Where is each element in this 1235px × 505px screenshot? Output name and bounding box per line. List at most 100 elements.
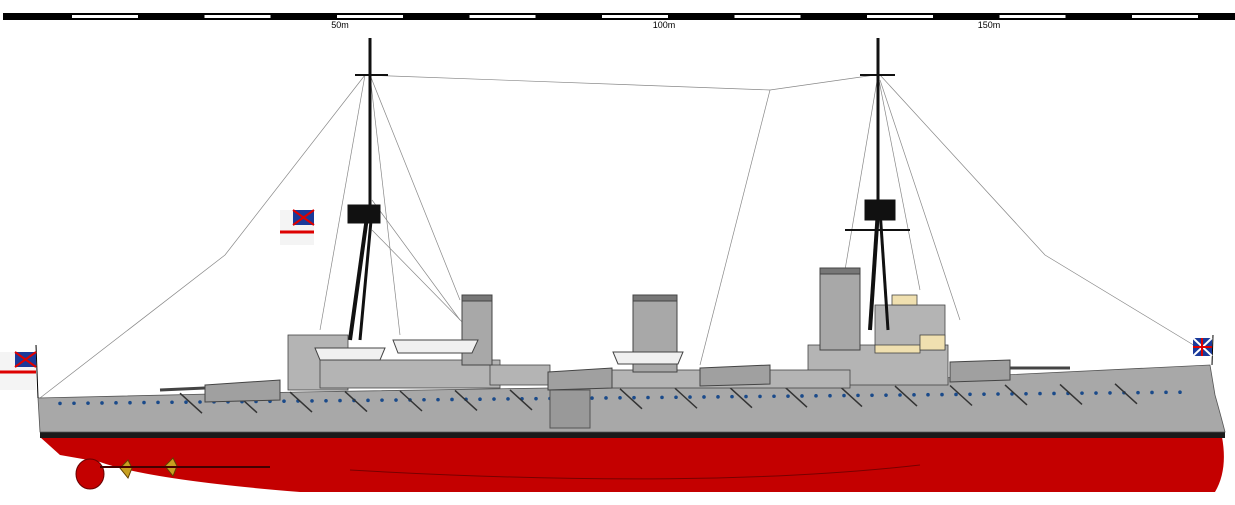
porthole: [86, 401, 90, 405]
porthole: [492, 397, 496, 401]
porthole: [1024, 391, 1028, 396]
porthole: [478, 397, 482, 402]
scale-segment: [337, 15, 403, 18]
porthole: [310, 399, 314, 403]
boom: [949, 384, 973, 407]
boom: [399, 390, 423, 412]
porthole: [128, 400, 132, 405]
scale-bar-graphic: [3, 13, 1235, 20]
boom: [1059, 383, 1083, 405]
porthole: [1094, 391, 1098, 395]
porthole: [114, 401, 118, 405]
jack-bow: [1192, 334, 1214, 366]
scale-segment: [734, 15, 801, 18]
porthole: [58, 401, 62, 406]
ensign-aft-mast: [280, 209, 315, 245]
porthole: [1150, 390, 1154, 395]
boats: [314, 339, 684, 365]
ensign-stern: [0, 344, 39, 399]
porthole: [884, 393, 888, 397]
scale-segment: [204, 15, 271, 18]
porthole: [142, 400, 146, 405]
porthole: [660, 395, 664, 400]
porthole: [156, 400, 160, 405]
porthole: [1108, 391, 1112, 395]
porthole: [1080, 391, 1084, 395]
porthole: [870, 393, 874, 398]
boom: [344, 390, 368, 413]
porthole: [828, 393, 832, 398]
scale-segment: [469, 15, 536, 18]
boom: [784, 386, 808, 408]
porthole: [898, 393, 902, 397]
boot-topping: [40, 432, 1225, 438]
rigging: [39, 74, 1211, 399]
porthole: [842, 393, 846, 398]
turret-mid-1: [547, 367, 613, 391]
turret-aft: [204, 379, 281, 403]
porthole: [688, 395, 692, 399]
boom: [179, 392, 203, 414]
porthole: [506, 397, 510, 401]
porthole: [940, 392, 944, 397]
porthole: [604, 396, 608, 400]
porthole: [786, 394, 790, 398]
porthole: [646, 395, 650, 400]
porthole: [968, 392, 972, 397]
scale-label-100m: 100m: [652, 20, 676, 30]
porthole: [1136, 390, 1140, 395]
porthole: [380, 398, 384, 402]
porthole: [100, 401, 104, 405]
porthole: [1038, 391, 1042, 396]
boom: [289, 391, 313, 413]
porthole: [1164, 390, 1168, 395]
porthole: [534, 396, 538, 401]
porthole: [198, 400, 202, 404]
rudder: [75, 458, 105, 490]
porthole: [856, 393, 860, 398]
porthole: [926, 392, 930, 397]
scale-bar: 50m 100m 150m: [0, 0, 1235, 40]
porthole: [618, 396, 622, 400]
porthole: [72, 401, 76, 406]
boat: [314, 347, 386, 361]
porthole: [338, 398, 342, 403]
scale-segment: [867, 15, 933, 18]
porthole: [954, 392, 958, 397]
aft-mast: [347, 38, 388, 341]
boom: [894, 385, 918, 407]
scale-segment: [72, 15, 138, 18]
fore-mast: [845, 38, 910, 331]
boom: [454, 389, 478, 412]
scale-segment: [999, 15, 1066, 18]
turrets: [159, 359, 1070, 403]
porthole: [744, 394, 748, 399]
porthole: [590, 396, 594, 400]
boat: [612, 351, 684, 365]
porthole: [450, 397, 454, 402]
scale-segment: [602, 15, 668, 18]
porthole: [772, 394, 776, 399]
porthole: [758, 394, 762, 399]
porthole: [730, 394, 734, 399]
porthole: [436, 397, 440, 402]
porthole: [702, 395, 706, 399]
porthole: [1178, 390, 1182, 395]
porthole: [982, 392, 986, 396]
porthole: [716, 395, 720, 399]
boom: [1004, 384, 1028, 406]
porthole: [184, 400, 188, 404]
aft-funnel: [461, 296, 493, 366]
boom: [674, 387, 698, 409]
boom: [729, 387, 753, 409]
porthole: [282, 399, 286, 403]
boat: [392, 339, 479, 354]
scale-label-150m: 150m: [977, 20, 1001, 30]
boom: [619, 388, 643, 410]
turret-fore: [949, 359, 1011, 383]
porthole: [422, 397, 426, 402]
porthole: [814, 394, 818, 398]
boom: [509, 389, 533, 411]
porthole: [800, 394, 804, 398]
